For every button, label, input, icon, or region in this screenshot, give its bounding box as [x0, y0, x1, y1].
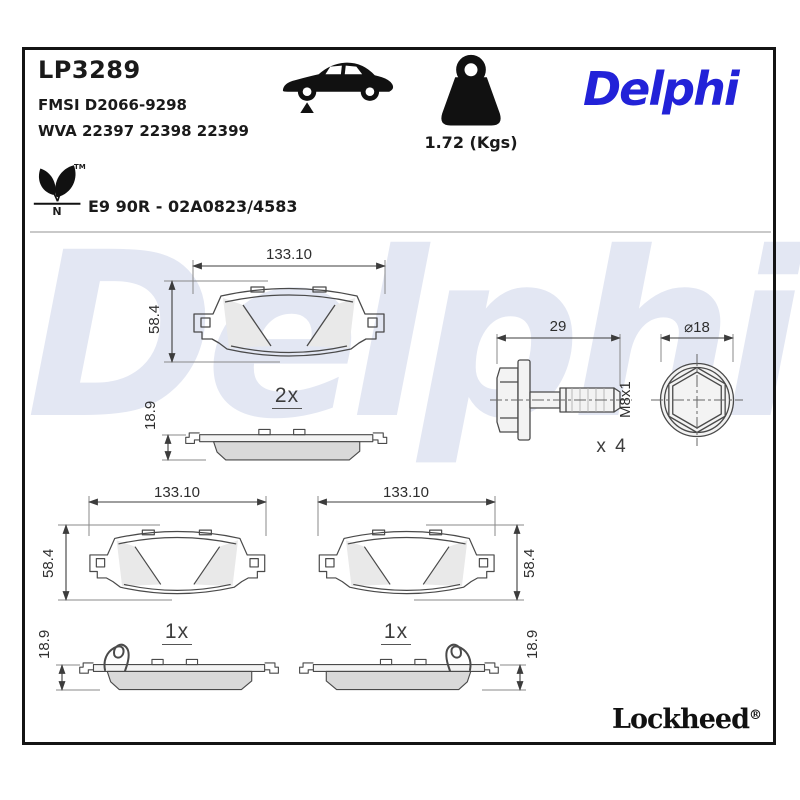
bolt-end-view: [651, 354, 743, 446]
car-window-rear: [344, 65, 363, 75]
dim-pad-br-thickness: 18.9: [524, 629, 541, 659]
dim-pad-bl-width: 133.10: [154, 484, 200, 501]
dim-pad-br-width: 133.10: [383, 484, 429, 501]
fmsi-number: FMSI D2066-9298: [38, 96, 187, 114]
pad-side-view-top: [162, 428, 388, 461]
dim-pad-top-height: 58.4: [146, 304, 163, 334]
car-front-axle-icon: [282, 62, 394, 113]
dim-bolt-thread: M8x1: [617, 381, 634, 419]
part-number: LP3289: [38, 56, 141, 84]
front-axle-arrow-icon: [300, 102, 314, 113]
qty-label-pad-top: 2x: [262, 384, 312, 409]
bolt-length-dimension: [496, 334, 621, 386]
dim-bolt-length: 29: [549, 318, 567, 335]
car-window-front: [325, 65, 342, 75]
eco-leaf-icon: [33, 165, 81, 205]
eco-tm-mark: TM: [74, 163, 86, 171]
approval-number: E9 90R - 02A0823/4583: [88, 197, 298, 216]
bolt-diameter-dimension: [660, 334, 734, 362]
delphi-logo: Delphi: [583, 62, 740, 116]
technical-drawings: [56, 260, 743, 691]
bolt-side-view: [490, 359, 632, 441]
pad-front-view-top: [164, 260, 386, 363]
dim-pad-top-width: 133.10: [266, 246, 312, 263]
dim-pad-bl-height: 58.4: [40, 548, 57, 578]
dim-pad-top-thickness: 18.9: [142, 400, 159, 430]
weight-value: 1.72 (Kgs): [424, 133, 518, 152]
pad-side-view-bottom-left: [56, 643, 279, 691]
dim-pad-bl-thickness: 18.9: [36, 629, 53, 659]
header-divider: [30, 231, 771, 233]
eco-letter: N: [52, 205, 62, 218]
pad-front-view-bottom-right: [317, 496, 524, 601]
weight-kg-icon: [441, 54, 501, 126]
qty-label-pad-br: 1x: [371, 620, 421, 645]
pad-front-view-bottom-left: [58, 496, 267, 601]
qty-label-bolt: x 4: [596, 436, 628, 457]
lockheed-logo: Lockheed®: [611, 704, 762, 735]
pad-side-view-bottom-right: [299, 643, 526, 691]
wva-numbers: WVA 22397 22398 22399: [38, 122, 249, 140]
qty-label-pad-bl: 1x: [152, 620, 202, 645]
dim-pad-br-height: 58.4: [521, 548, 538, 578]
dim-bolt-diameter: ⌀18: [684, 319, 710, 336]
registered-mark: ®: [749, 708, 762, 723]
